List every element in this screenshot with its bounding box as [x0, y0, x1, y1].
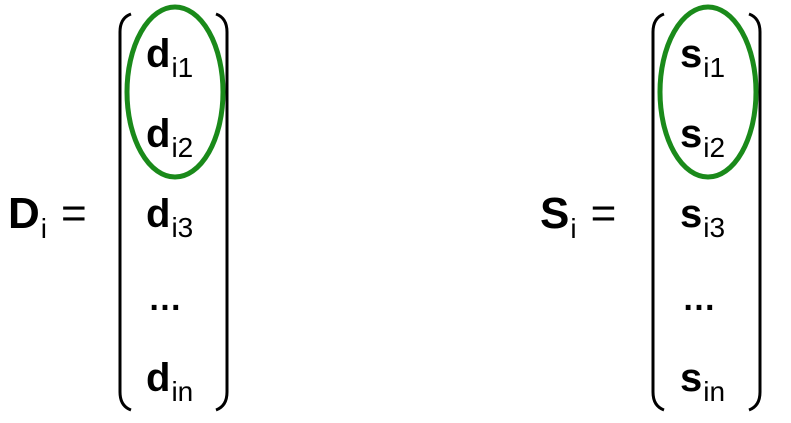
- s-equals-sign: =: [590, 189, 617, 238]
- s-left-bracket: [651, 12, 665, 412]
- s-entry-3: si3: [680, 192, 725, 242]
- d-right-bracket: [215, 12, 229, 412]
- s-entry-2: si2: [680, 112, 725, 162]
- s-right-bracket: [748, 12, 762, 412]
- d-entry-3-sub: i3: [171, 212, 194, 243]
- s-label-main: S: [540, 189, 570, 238]
- d-entry-1: di1: [146, 32, 193, 82]
- s-entry-n-sub: in: [703, 376, 726, 407]
- s-entry-2-main: s: [680, 112, 703, 156]
- d-ellipsis: …: [148, 280, 184, 318]
- d-entry-3-main: d: [146, 192, 171, 236]
- d-entry-2-sub: i2: [171, 132, 194, 163]
- d-entry-1-sub: i1: [171, 52, 194, 83]
- s-entry-1-sub: i1: [703, 52, 726, 83]
- s-highlight-ellipse: [657, 4, 759, 180]
- d-label-sub: i: [40, 213, 48, 244]
- d-equals-sign: =: [61, 189, 87, 238]
- d-label-main: D: [8, 189, 40, 238]
- s-entry-2-sub: i2: [703, 132, 726, 163]
- d-left-bracket: [118, 12, 132, 412]
- s-entry-n-main: s: [680, 356, 703, 400]
- d-entry-2: di2: [146, 112, 193, 162]
- d-highlight-ellipse: [124, 4, 226, 180]
- d-entry-n-sub: in: [171, 376, 194, 407]
- d-entry-1-main: d: [146, 32, 171, 76]
- s-entry-3-main: s: [680, 192, 703, 236]
- d-entry-2-main: d: [146, 112, 171, 156]
- d-entry-n: din: [146, 356, 193, 406]
- s-vector-label: S i =: [540, 189, 617, 243]
- s-entry-n: sin: [680, 356, 725, 406]
- s-entry-1: si1: [680, 32, 725, 82]
- s-ellipsis: …: [682, 280, 718, 318]
- d-vector-label: D i =: [8, 189, 87, 243]
- d-entry-n-main: d: [146, 356, 171, 400]
- d-entry-3: di3: [146, 192, 193, 242]
- s-entry-1-main: s: [680, 32, 703, 76]
- s-entry-3-sub: i3: [703, 212, 726, 243]
- s-label-sub: i: [570, 213, 577, 244]
